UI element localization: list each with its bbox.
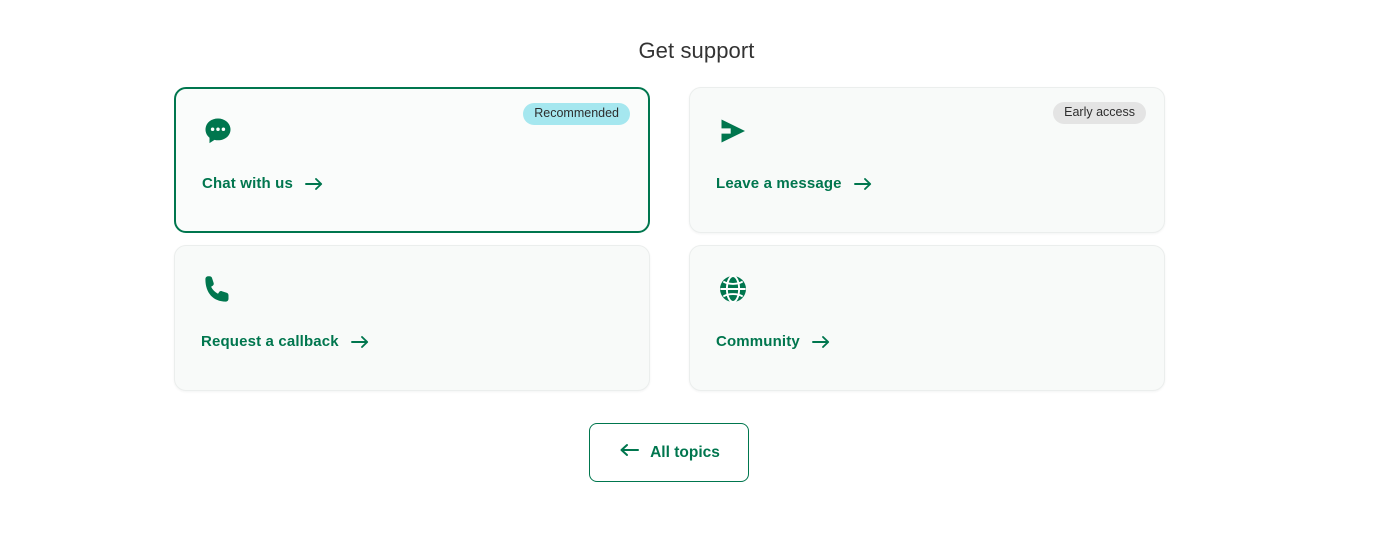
chat-bubble-dots-icon — [201, 114, 235, 148]
all-topics-button[interactable]: All topics — [589, 423, 749, 482]
all-topics-label: All topics — [650, 443, 720, 461]
support-card-link-leave-a-message[interactable]: Leave a message — [716, 175, 873, 192]
arrow-right-icon — [853, 176, 873, 192]
support-options-grid: Recommended Chat with us Early access Le… — [174, 87, 1165, 391]
globe-icon — [716, 272, 750, 306]
support-card-leave-a-message[interactable]: Early access Leave a message — [689, 87, 1165, 233]
page-title: Get support — [638, 38, 755, 63]
arrow-right-icon — [305, 176, 324, 192]
support-card-community[interactable]: Community — [689, 245, 1165, 391]
status-badge-early-access: Early access — [1053, 102, 1146, 124]
arrow-left-icon — [618, 442, 640, 463]
support-card-label: Leave a message — [716, 175, 842, 192]
support-card-request-a-callback[interactable]: Request a callback — [174, 245, 650, 391]
status-badge-recommended: Recommended — [523, 103, 630, 125]
support-card-chat-with-us[interactable]: Recommended Chat with us — [174, 87, 650, 233]
support-card-link-chat-with-us[interactable]: Chat with us — [202, 175, 324, 192]
support-card-link-community[interactable]: Community — [716, 333, 831, 350]
arrow-right-icon — [811, 334, 831, 350]
support-card-link-request-a-callback[interactable]: Request a callback — [201, 333, 370, 350]
support-card-label: Request a callback — [201, 333, 339, 350]
support-card-label: Community — [716, 333, 800, 350]
arrow-right-icon — [350, 334, 370, 350]
phone-handset-icon — [201, 272, 235, 306]
support-card-label: Chat with us — [202, 175, 293, 192]
send-paper-plane-icon — [716, 114, 750, 148]
